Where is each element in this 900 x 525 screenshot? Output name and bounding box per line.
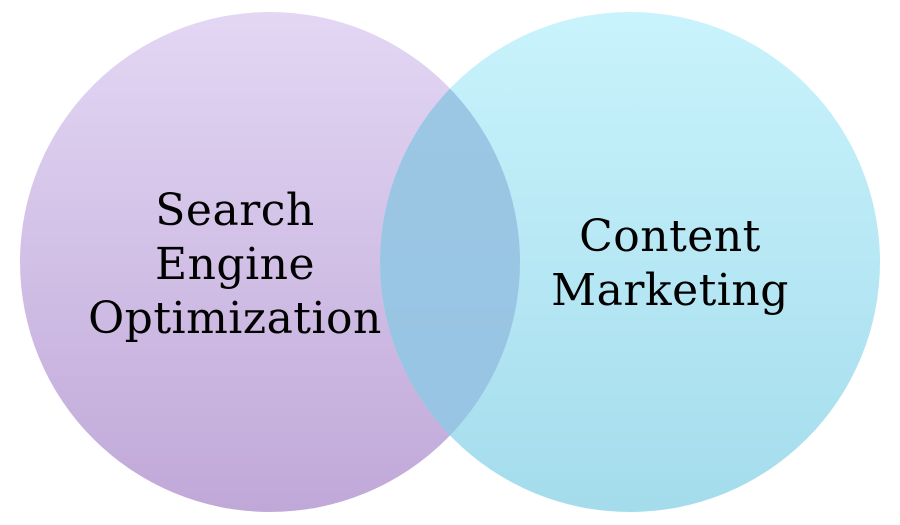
label-line: Optimization — [88, 293, 382, 344]
label-line: Search — [155, 185, 315, 236]
label-line: Content — [579, 211, 761, 262]
label-search-engine-optimization: Search Engine Optimization — [80, 184, 390, 346]
label-line: Marketing — [551, 265, 789, 316]
circle-search-engine-optimization — [20, 12, 520, 512]
label-line: Engine — [154, 239, 316, 290]
label-content-marketing: Content Marketing — [530, 210, 810, 318]
circle-content-marketing — [380, 12, 880, 512]
